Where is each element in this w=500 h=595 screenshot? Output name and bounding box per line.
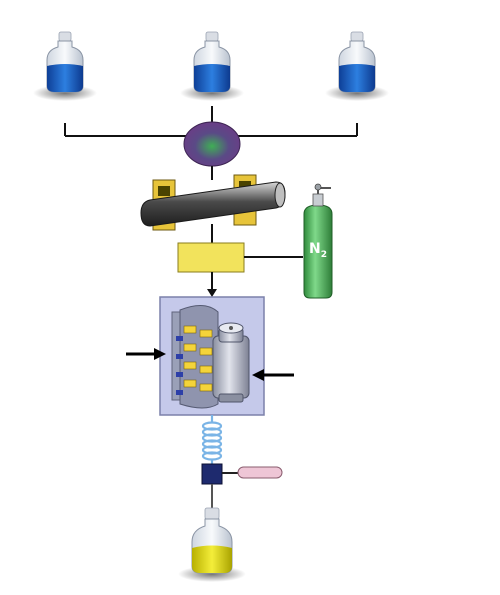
outlet-valve (201, 463, 283, 508)
preheater-pipe (140, 174, 286, 231)
right-pressure-arrow (252, 369, 294, 381)
left-pressure-arrow (126, 348, 166, 360)
nitrogen-label: N2 (309, 241, 327, 260)
collection-vial (178, 507, 246, 582)
solvent-bottle-left (33, 31, 97, 101)
mixing-chamber (183, 121, 241, 167)
heater-box (177, 242, 245, 273)
solvent-bottle-center (180, 31, 244, 101)
nitrogen-gas-cylinder: N2 (303, 183, 333, 299)
solvent-manifold-lines (64, 106, 358, 137)
column-oven-block (159, 296, 265, 416)
extraction-cell (212, 322, 250, 403)
heating-coils (176, 325, 213, 395)
flow-arrow-down (207, 272, 217, 297)
cooling-coil (201, 415, 223, 464)
solvent-bottle-right (325, 31, 389, 101)
